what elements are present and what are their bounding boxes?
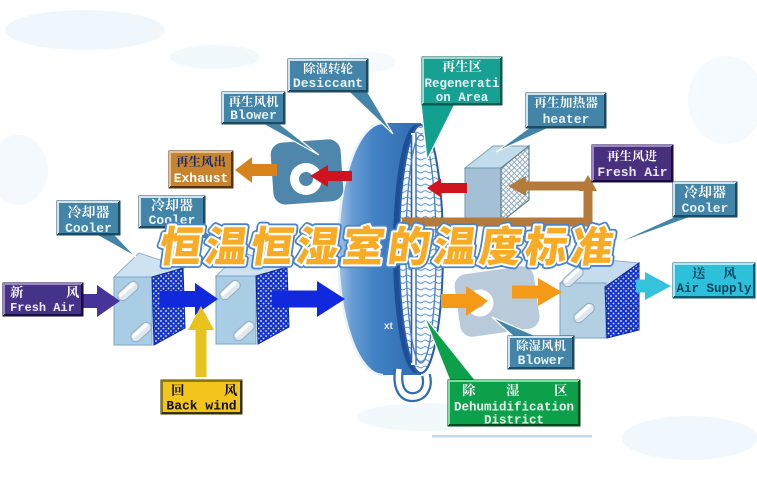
svg-text:Back wind: Back wind	[166, 399, 236, 414]
svg-text:on Area: on Area	[436, 91, 489, 105]
svg-text:Dehumidification: Dehumidification	[454, 401, 574, 415]
svg-text:Blower: Blower	[518, 353, 565, 368]
svg-text:Cooler: Cooler	[65, 221, 112, 236]
svg-text:Fresh Air: Fresh Air	[10, 301, 75, 315]
svg-text:Regenerati: Regenerati	[424, 77, 499, 91]
svg-text:Cooler: Cooler	[682, 201, 729, 216]
svg-text:Desiccant: Desiccant	[293, 76, 363, 91]
svg-text:Exhaust: Exhaust	[174, 171, 229, 186]
svg-text:District: District	[484, 414, 544, 428]
svg-text:Fresh Air: Fresh Air	[597, 165, 667, 180]
svg-text:heater: heater	[543, 112, 590, 127]
svg-text:Air Supply: Air Supply	[676, 282, 752, 296]
svg-text:xt: xt	[384, 321, 394, 332]
svg-text:Blower: Blower	[230, 108, 277, 123]
